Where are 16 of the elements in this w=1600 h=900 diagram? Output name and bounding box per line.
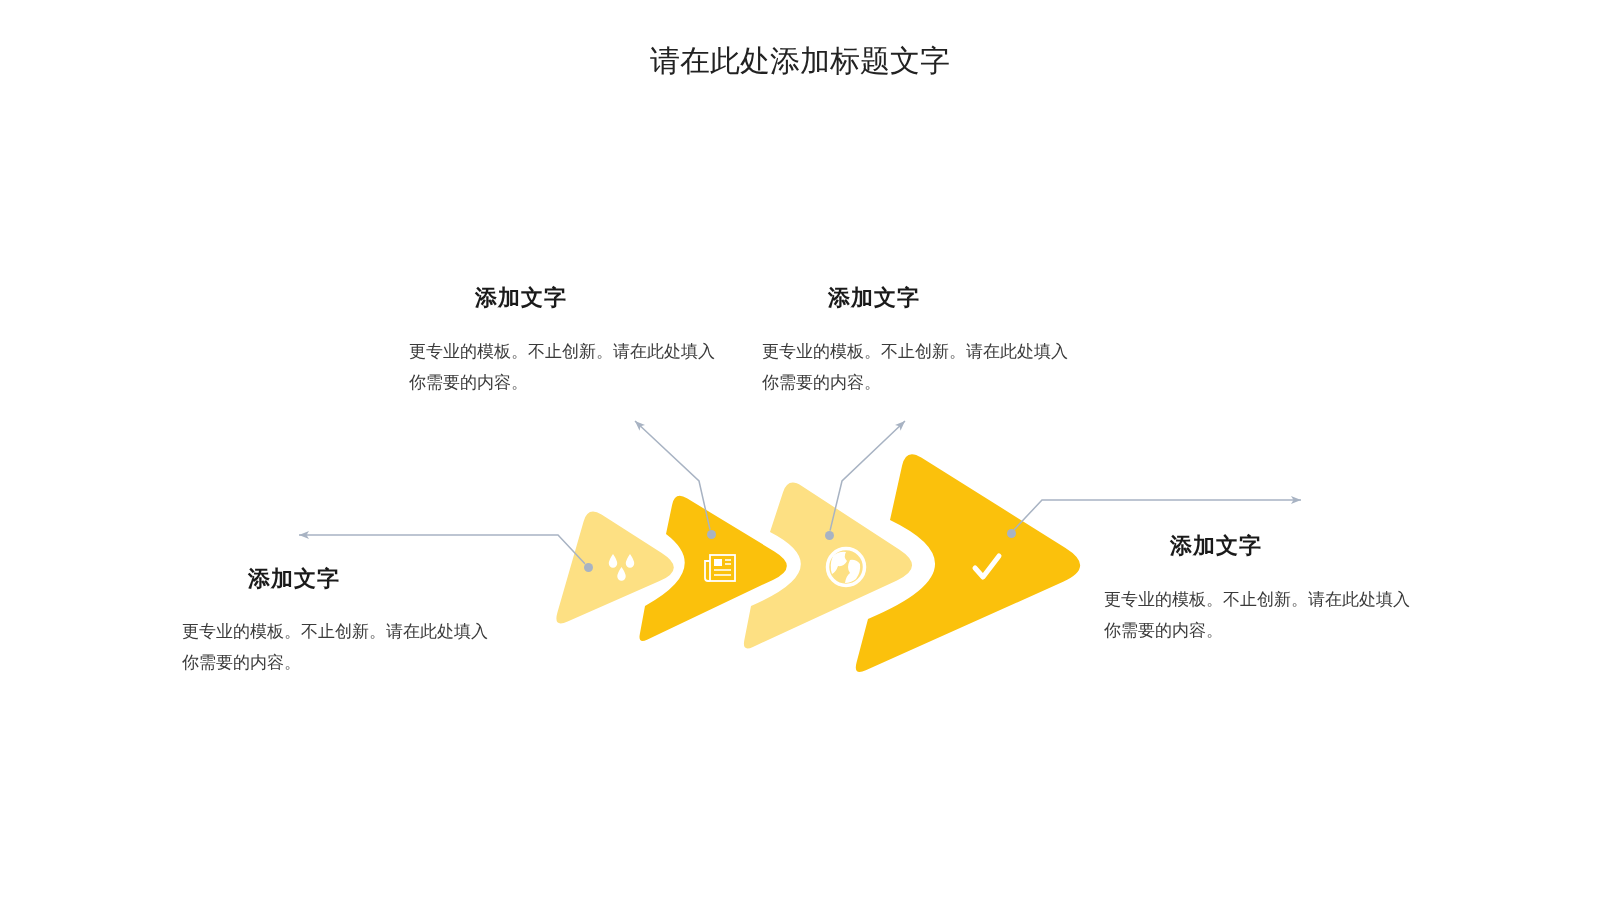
- body-text: 更专业的模板。不止创新。请在此处填入你需要的内容。: [1104, 588, 1411, 642]
- title: 请在此处添加标题文字: [650, 43, 950, 79]
- heading: 添加文字: [248, 567, 340, 591]
- body-text: 更专业的模板。不止创新。请在此处填入你需要的内容。: [182, 620, 489, 674]
- body-text: 更专业的模板。不止创新。请在此处填入你需要的内容。: [409, 340, 716, 394]
- heading: 添加文字: [1170, 534, 1262, 558]
- dot: [824, 530, 834, 540]
- heading: 添加文字: [475, 286, 567, 310]
- leader-line: [1013, 496, 1302, 531]
- dot: [583, 562, 593, 572]
- dot: [1006, 528, 1016, 538]
- leader-line: [634, 420, 711, 531]
- dot: [706, 529, 716, 539]
- leader-line: [829, 420, 906, 532]
- heading: 添加文字: [828, 286, 920, 310]
- body-text: 更专业的模板。不止创新。请在此处填入你需要的内容。: [762, 340, 1069, 394]
